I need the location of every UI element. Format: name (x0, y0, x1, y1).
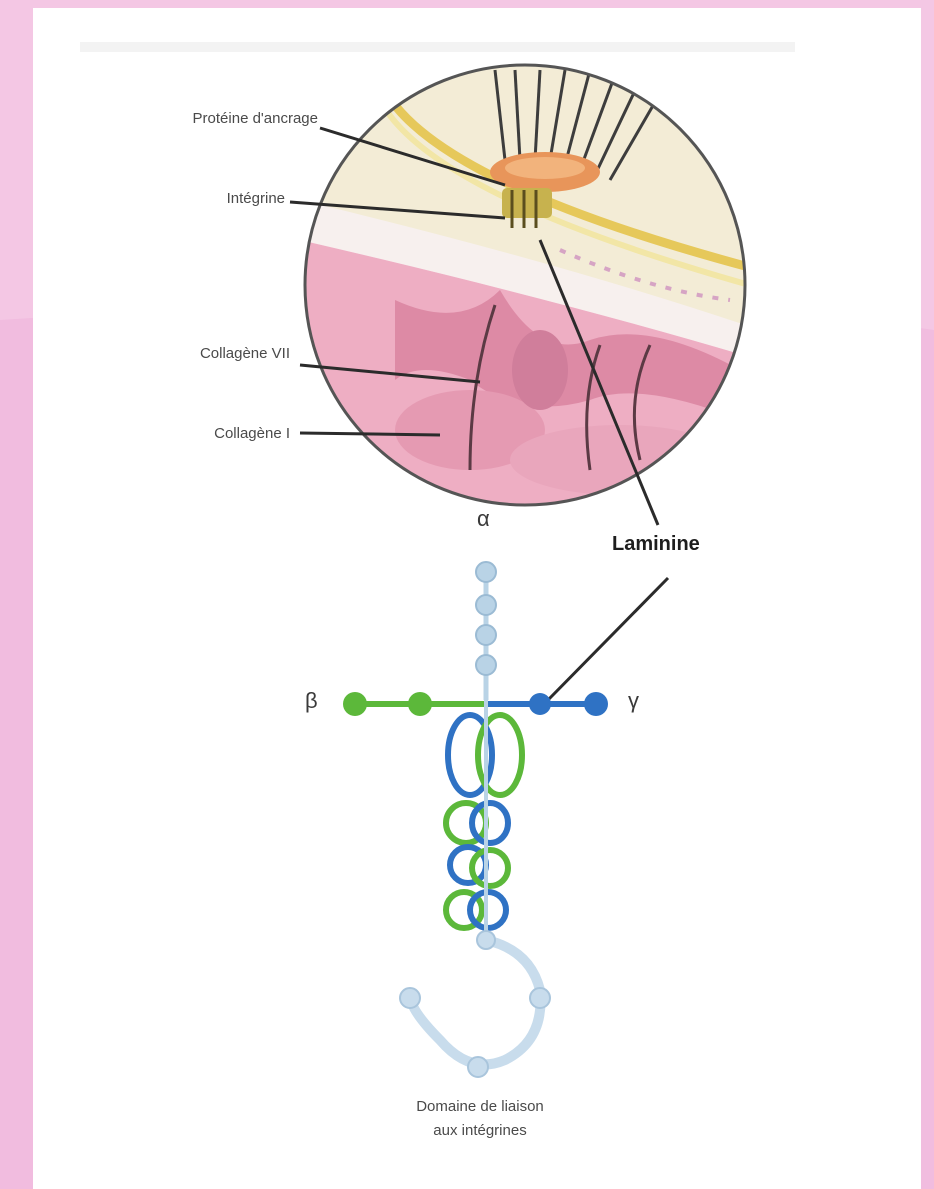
gamma-globule (584, 692, 608, 716)
alpha-globule (476, 562, 496, 582)
alpha-globule (476, 655, 496, 675)
label-beta-chain: β (305, 692, 318, 710)
laminin-molecule (343, 562, 608, 1077)
label-collagen-vii: Collagène VII (80, 345, 290, 363)
alpha-tail (410, 940, 541, 1065)
beta-globule (343, 692, 367, 716)
alpha-globule (476, 625, 496, 645)
label-anchor-protein: Protéine d'ancrage (60, 110, 318, 128)
label-binding-domain-line1: Domaine de liaison (380, 1098, 580, 1116)
label-gamma-chain: γ (628, 692, 639, 710)
beta-globule (408, 692, 432, 716)
label-alpha-chain: α (477, 510, 490, 528)
label-integrin: Intégrine (100, 190, 285, 208)
alpha-globule (476, 595, 496, 615)
label-laminin: Laminine (612, 535, 700, 553)
lg-domain-globule (530, 988, 550, 1008)
label-binding-domain-line2: aux intégrines (380, 1122, 580, 1140)
lg-domain-globule (400, 988, 420, 1008)
gamma-globule (529, 693, 551, 715)
header-rule (80, 42, 795, 52)
lg-domain-globule (468, 1057, 488, 1077)
label-collagen-i: Collagène I (90, 425, 290, 443)
